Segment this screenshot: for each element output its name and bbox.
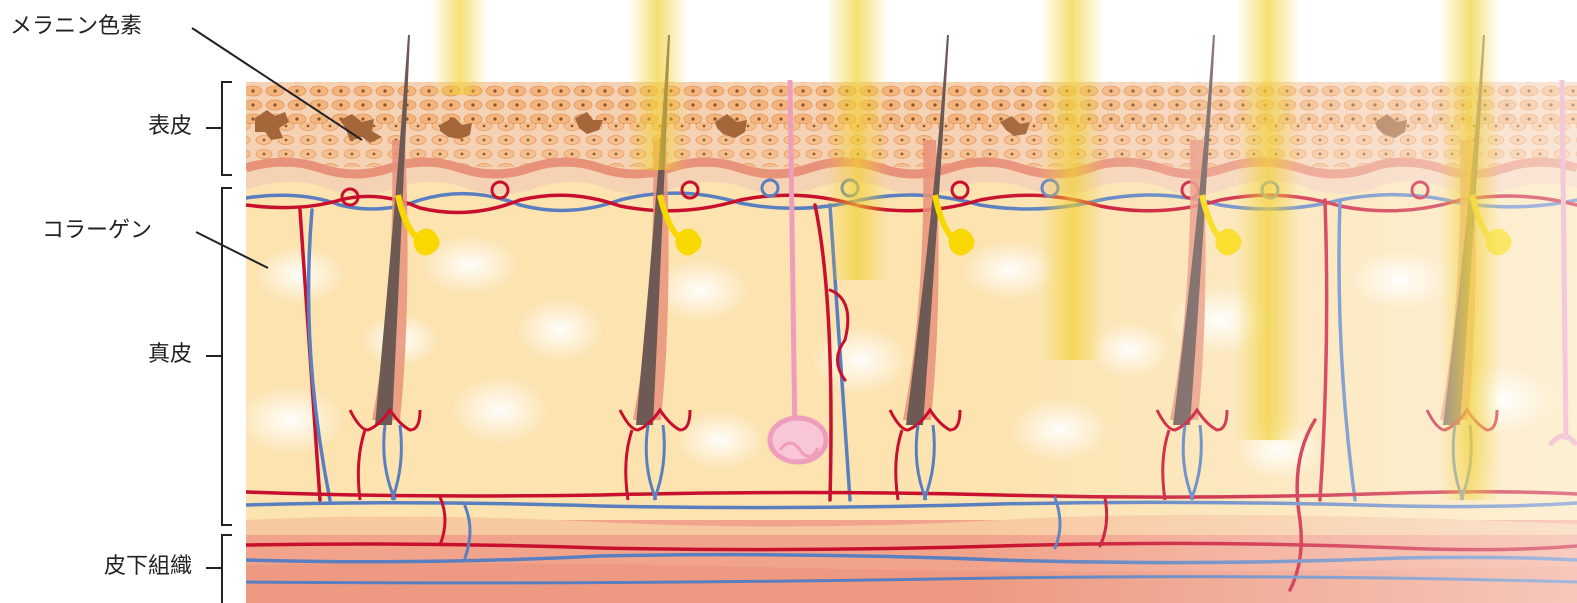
layer-brackets (206, 82, 232, 603)
label-dermis: 真皮 (148, 344, 192, 366)
label-melanin: メラニン色素 (10, 16, 142, 38)
bracket-subcutis (222, 535, 232, 603)
bracket-dermis (222, 188, 232, 525)
label-epidermis: 表皮 (148, 116, 192, 138)
label-subcutis: 皮下組織 (104, 556, 192, 578)
label-collagen: コラーゲン (42, 220, 152, 242)
bracket-epidermis (222, 82, 232, 175)
